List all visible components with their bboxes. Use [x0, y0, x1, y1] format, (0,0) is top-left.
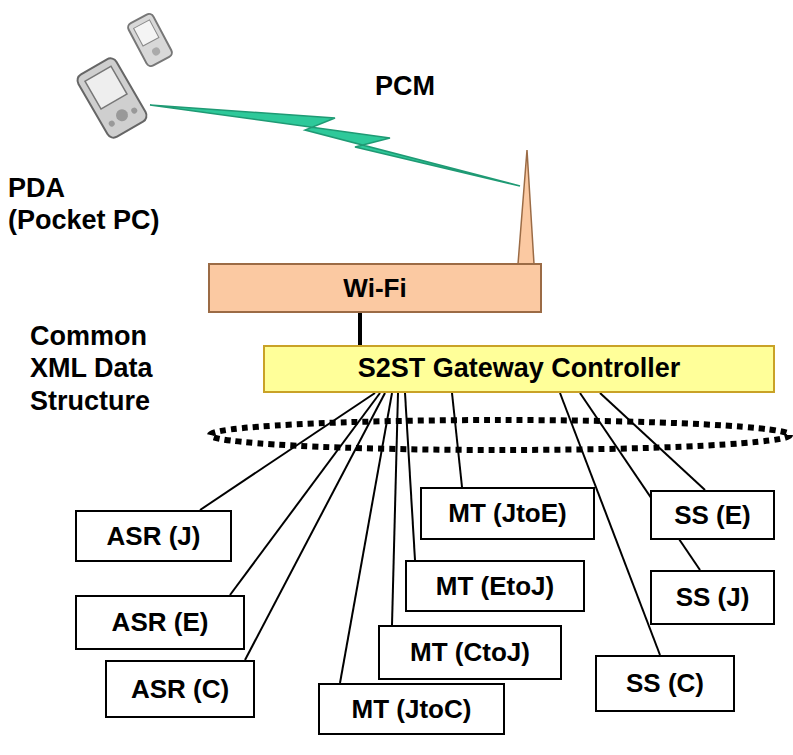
- wireless-bolt: [150, 105, 520, 186]
- asr-box: ASR (J): [75, 510, 232, 562]
- connector-line: [230, 393, 380, 595]
- connector-line: [245, 393, 385, 660]
- mt-box: MT (JtoC): [318, 683, 505, 735]
- asr-box: ASR (C): [105, 660, 255, 718]
- box-text: SS (C): [626, 669, 704, 698]
- connector-line: [600, 393, 705, 490]
- ss-box: SS (J): [650, 570, 775, 625]
- connector-line: [452, 393, 462, 487]
- box-text: ASR (J): [107, 522, 201, 551]
- device-label: PDA (Pocket PC): [8, 172, 166, 237]
- pda-icon: [75, 56, 149, 140]
- asr-box: ASR (E): [75, 595, 245, 650]
- connector-line: [405, 393, 415, 560]
- mt-box: MT (EtoJ): [405, 560, 585, 612]
- ss-box: SS (E): [650, 490, 775, 540]
- box-text: Wi-Fi: [343, 274, 406, 303]
- connector-line: [580, 393, 700, 570]
- box-text: MT (EtoJ): [436, 572, 554, 601]
- ss-box: SS (C): [595, 655, 735, 712]
- box-text: SS (J): [676, 583, 750, 612]
- mt-box: MT (JtoE): [420, 487, 595, 540]
- network-box: Wi-Fi: [208, 263, 542, 313]
- box-text: SS (E): [674, 501, 751, 530]
- mt-box: MT (CtoJ): [378, 625, 562, 680]
- pda-icon: [126, 12, 173, 68]
- box-text: MT (CtoJ): [410, 638, 530, 667]
- box-text: MT (JtoC): [352, 695, 472, 724]
- link-label: PCM: [375, 70, 465, 102]
- connector-line: [392, 393, 398, 625]
- box-text: MT (JtoE): [448, 499, 566, 528]
- box-text: ASR (C): [131, 675, 229, 704]
- gateway-box: S2ST Gateway Controller: [263, 345, 775, 393]
- connector-line: [358, 313, 362, 345]
- box-text: S2ST Gateway Controller: [358, 354, 681, 384]
- connector-line: [200, 393, 375, 510]
- box-text: ASR (E): [112, 608, 209, 637]
- layer-label: Common XML Data Structure: [30, 320, 185, 417]
- antenna: [518, 150, 534, 264]
